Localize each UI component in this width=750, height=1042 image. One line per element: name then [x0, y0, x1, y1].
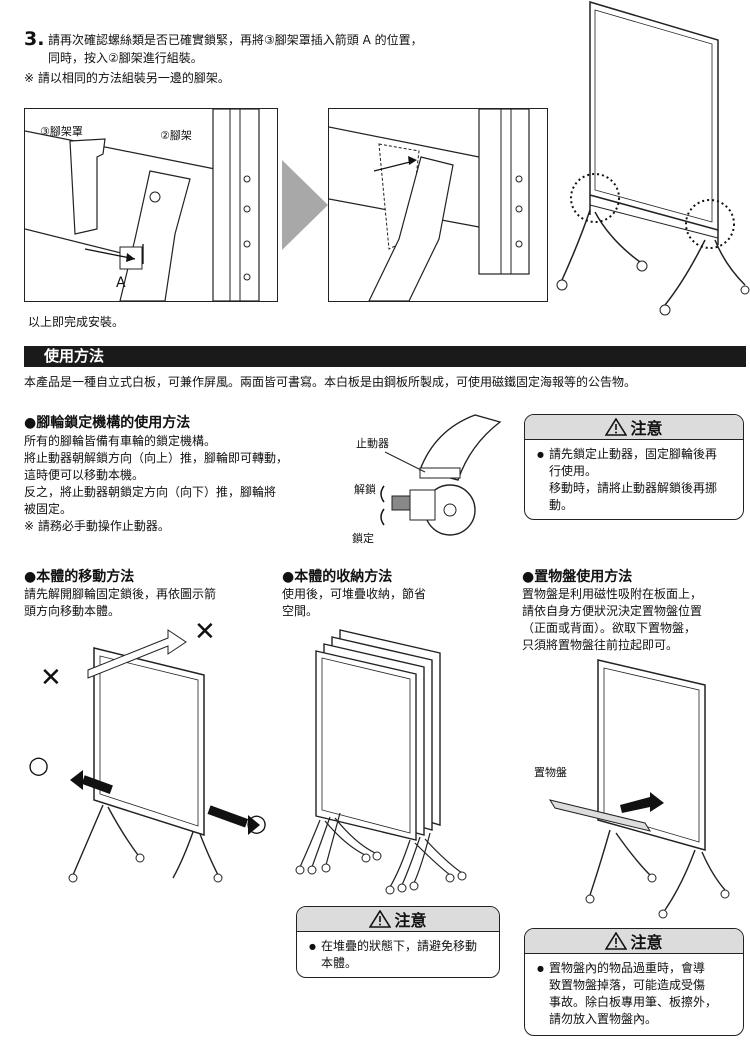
caution-title-3: 注意 — [630, 933, 663, 952]
ok-mark-icon-2: ○ — [246, 809, 267, 837]
usage-intro: 本產品是一種自立式白板，可兼作屏風。兩面皆可書寫。本白板是由鋼板所製成，可使用磁… — [24, 375, 637, 389]
move-board-illustration — [68, 629, 260, 883]
move-line-1: 請先解開腳輪固定鎖後，再依圖示箭 — [24, 587, 217, 601]
caution-box-storage: 注意 在堆疊的狀態下，請避免移動 本體。 — [296, 906, 500, 978]
caster-line-4: 反之，將止動器朝鎖定方向（向下）推，腳輪將 — [24, 485, 277, 499]
tray-line-1: 置物盤是利用磁性吸附在板面上， — [522, 587, 703, 601]
caster-line-1: 所有的腳輪皆備有車輪的鎖定機構。 — [24, 434, 217, 448]
caster-line-3: 這時便可以移動本機。 — [24, 468, 145, 482]
caution2-line-2: 本體。 — [321, 956, 358, 970]
caution-header-3: 注意 — [525, 929, 743, 954]
label-leg: ②腳架 — [160, 129, 192, 142]
tray-title: ●置物盤使用方法 — [522, 569, 633, 585]
caster-wheel-illustration — [380, 414, 502, 536]
whiteboard-assembled-illustration — [556, 0, 750, 316]
tray-line-4: 只須將置物盤往前拉起即可。 — [522, 638, 679, 652]
caution1-line-3: 移動時，請將止動器解鎖後再挪 — [549, 481, 718, 495]
tray-line-2: 請依自身方便狀況決定置物盤位置 — [522, 604, 703, 618]
caution1-line-1: 請先鎖定止動器，固定腳輪後再 — [537, 446, 733, 463]
section-title-usage: 使用方法 — [24, 346, 746, 367]
next-step-arrow-icon — [282, 160, 328, 250]
caution3-line-1: 置物盤內的物品過重時，會導 — [537, 960, 733, 977]
ng-mark-icon: ✕ — [194, 617, 216, 647]
caution-header-2: 注意 — [297, 907, 499, 932]
caution-title: 注意 — [630, 419, 663, 438]
caution-title-2: 注意 — [394, 911, 427, 930]
storage-line-1: 使用後，可堆疊收納，節省 — [282, 587, 427, 601]
storage-line-2: 空間。 — [282, 604, 319, 618]
stacked-boards-illustration — [295, 629, 467, 895]
caster-line-6: ※ 請務必手動操作止動器。 — [24, 519, 170, 533]
caution1-line-2: 行使用。 — [549, 464, 598, 478]
leg-assembly-drawing-2 — [329, 109, 530, 301]
leg-assembly-drawing-1 — [25, 109, 260, 301]
label-stopper: 止動器 — [356, 437, 389, 450]
step3-line1: 請再次確認螺絲類是否已確實鎖緊，再將③腳架罩插入箭頭 A 的位置， — [48, 33, 423, 47]
caster-line-5: 被固定。 — [24, 502, 73, 516]
label-leg-cover: ③腳架罩 — [40, 125, 83, 138]
ng-mark-icon-2: ✕ — [40, 663, 62, 693]
move-line-2: 頭方向移動本體。 — [24, 604, 121, 618]
caution3-line-4: 請勿放入置物盤內。 — [549, 1012, 658, 1026]
step3-note: ※ 請以相同的方法組裝另一邊的腳架。 — [24, 71, 230, 85]
tray-line-3: （正面或背面）。欲取下置物盤， — [522, 621, 697, 635]
warning-triangle-icon — [605, 932, 628, 950]
tray-board-illustration — [548, 659, 730, 919]
move-title: ●本體的移動方法 — [24, 569, 135, 585]
label-lock: 鎖定 — [352, 532, 374, 545]
caution2-line-1: 在堆疊的狀態下，請避免移動 — [309, 938, 489, 955]
ok-mark-icon: ○ — [28, 751, 49, 779]
caster-lock-title: ●腳輪鎖定機構的使用方法 — [24, 415, 191, 431]
warning-triangle-icon — [605, 418, 628, 436]
step3-line2: 同時，按入②腳架進行組裝。 — [48, 51, 203, 65]
caution3-line-3: 事故。除白板專用筆、板擦外， — [549, 995, 718, 1009]
label-unlock: 解鎖 — [354, 483, 376, 496]
caution-box-tray: 注意 置物盤內的物品過重時，會導 致置物盤掉落，可能造成受傷 事故。除白板專用筆… — [524, 928, 744, 1036]
assembly-complete-text: 以上即完成安裝。 — [28, 315, 125, 329]
caster-line-2: 將止動器朝解鎖方向（向上）推，腳輪即可轉動， — [24, 451, 289, 465]
step-number: 3. — [24, 28, 45, 50]
label-arrow-a: A — [116, 275, 126, 291]
leg-assembly-figure-1 — [24, 108, 278, 302]
caution-box-caster: 注意 請先鎖定止動器，固定腳輪後再 行使用。 移動時，請將止動器解鎖後再挪 動。 — [524, 414, 744, 520]
caution-header: 注意 — [525, 415, 743, 440]
caution3-line-2: 致置物盤掉落，可能造成受傷 — [549, 978, 706, 992]
leg-assembly-figure-2 — [328, 108, 548, 302]
warning-triangle-icon — [369, 910, 392, 928]
storage-title: ●本體的收納方法 — [282, 569, 393, 585]
caution1-line-4: 動。 — [549, 498, 574, 512]
label-tray: 置物盤 — [534, 766, 567, 779]
